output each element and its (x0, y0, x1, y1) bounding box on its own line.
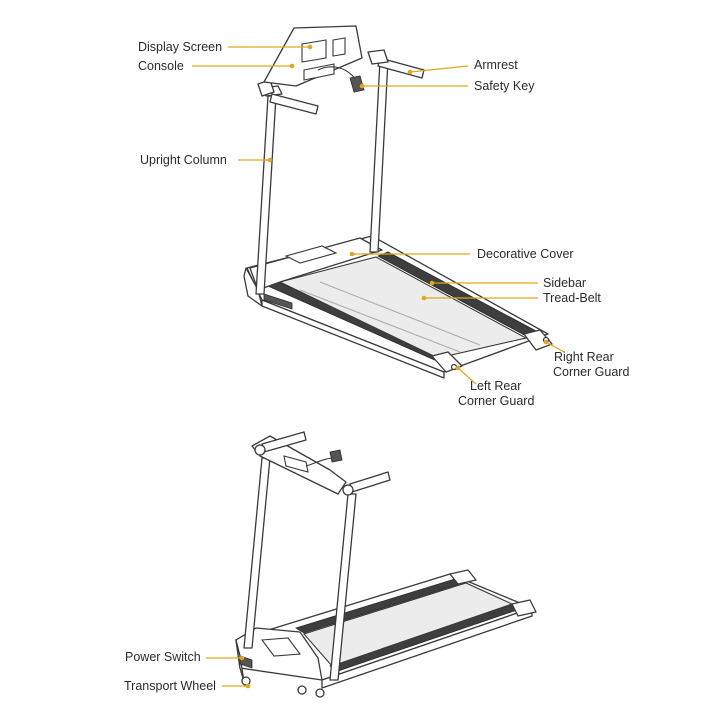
label-sidebar: Sidebar (543, 276, 586, 290)
treadmill-unfolded-illustration (243, 25, 553, 379)
label-left-rear-line2: Corner Guard (458, 394, 534, 408)
label-power-switch: Power Switch (125, 650, 201, 664)
label-safety-key: Safety Key (474, 79, 535, 93)
label-console: Console (138, 59, 184, 73)
treadmill-folded-illustration (235, 431, 537, 698)
label-transport-wheel: Transport Wheel (124, 679, 216, 693)
label-decorative-cover: Decorative Cover (477, 247, 574, 261)
label-right-rear-line1: Right Rear (554, 350, 614, 364)
label-left-rear-line1: Left Rear (470, 379, 521, 393)
label-armrest: Armrest (474, 58, 518, 72)
leader-lines (192, 44, 565, 689)
label-display-screen: Display Screen (138, 40, 222, 54)
label-right-rear-line2: Corner Guard (553, 365, 629, 379)
label-tread-belt: Tread-Belt (543, 291, 601, 305)
label-upright-column: Upright Column (140, 153, 227, 167)
